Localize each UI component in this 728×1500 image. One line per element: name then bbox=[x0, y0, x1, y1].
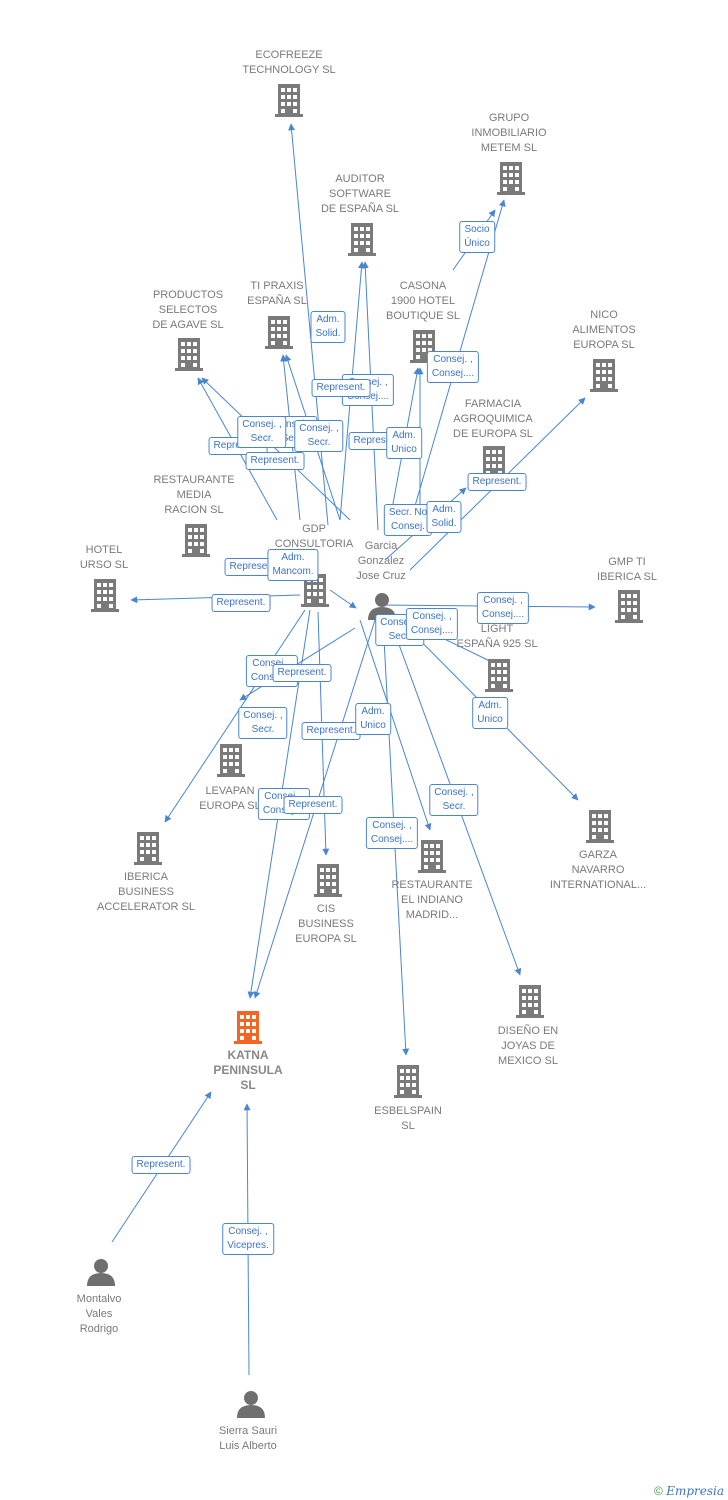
relation-label[interactable]: Adm. Mancom. bbox=[267, 549, 319, 581]
building-icon[interactable] bbox=[348, 223, 376, 256]
relation-label[interactable]: Consej. , Secr. bbox=[238, 707, 288, 739]
node-label-auditor[interactable]: AUDITOR SOFTWARE DE ESPAÑA SL bbox=[320, 173, 400, 215]
relation-label[interactable]: Consej. , Secr. bbox=[429, 784, 479, 816]
building-icon[interactable] bbox=[234, 1011, 262, 1044]
building-icon[interactable] bbox=[134, 832, 162, 865]
relation-label[interactable]: Represent. bbox=[467, 473, 527, 491]
relation-label[interactable]: Socio Único bbox=[459, 221, 495, 253]
building-icon[interactable] bbox=[516, 985, 544, 1018]
node-label-levapan[interactable]: LEVAPAN EUROPA SL bbox=[199, 785, 261, 812]
node-label-restaurante-media[interactable]: RESTAURANTE MEDIA RACION SL bbox=[153, 474, 235, 516]
node-label-iberica[interactable]: IBERICA BUSINESS ACCELERATOR SL bbox=[96, 871, 195, 913]
node-label-garcia[interactable]: Garcia Gonzalez Jose Cruz bbox=[356, 540, 406, 582]
relation-label[interactable]: Consej. , Consej.... bbox=[365, 817, 419, 849]
relation-label[interactable]: Represent. bbox=[311, 379, 371, 397]
node-label-casona[interactable]: CASONA 1900 HOTEL BOUTIQUE SL bbox=[386, 280, 460, 322]
copyright-icon: © bbox=[654, 1484, 663, 1498]
relation-edge bbox=[288, 123, 329, 526]
node-label-cis[interactable]: CIS BUSINESS EUROPA SL bbox=[295, 903, 357, 945]
footer-brand: © Empresia bbox=[654, 1484, 724, 1498]
relation-label[interactable]: Adm. Solid. bbox=[426, 501, 462, 533]
relation-label[interactable]: Adm. Solid. bbox=[310, 311, 346, 343]
relation-label[interactable]: Consej. , Consej.... bbox=[426, 351, 480, 383]
relation-label[interactable]: Adm. Unico bbox=[472, 697, 508, 729]
node-label-gdp[interactable]: GDP CONSULTORIA bbox=[274, 523, 354, 550]
node-label-ecofreeze[interactable]: ECOFREEZE TECHNOLOGY SL bbox=[242, 49, 336, 76]
relation-label[interactable]: Represent. bbox=[245, 452, 305, 470]
person-icon[interactable] bbox=[87, 1259, 115, 1286]
node-label-montalvo[interactable]: Montalvo Vales Rodrigo bbox=[76, 1293, 122, 1335]
relation-edge bbox=[359, 619, 432, 831]
node-label-sierra[interactable]: Sierra Sauri Luis Alberto bbox=[218, 1425, 278, 1452]
building-icon[interactable] bbox=[485, 659, 513, 692]
node-label-productos[interactable]: PRODUCTOS SELECTOS DE AGAVE SL bbox=[152, 289, 224, 331]
node-label-garza[interactable]: GARZA NAVARRO INTERNATIONAL... bbox=[549, 849, 647, 891]
relation-label[interactable]: Adm. Unico bbox=[386, 427, 422, 459]
node-label-hotel-urso[interactable]: HOTEL URSO SL bbox=[79, 544, 129, 571]
building-icon[interactable] bbox=[394, 1065, 422, 1098]
relation-label[interactable]: Represent. bbox=[131, 1156, 191, 1174]
relation-edge bbox=[329, 589, 357, 609]
node-label-tipraxis[interactable]: TI PRAXIS ESPAÑA SL bbox=[247, 280, 307, 307]
relation-label[interactable]: Secr. No Consej. bbox=[383, 504, 433, 536]
relation-label[interactable]: Represent. bbox=[211, 594, 271, 612]
relation-label[interactable]: Consej. , Secr. bbox=[237, 416, 287, 448]
relation-label[interactable]: Consej. , Vicepres. bbox=[222, 1223, 274, 1255]
node-label-gmp[interactable]: GMP TI IBERICA SL bbox=[597, 556, 657, 583]
relation-label[interactable]: Consej. , Consej.... bbox=[405, 608, 459, 640]
node-label-restaurante-indiano[interactable]: RESTAURANTE EL INDIANO MADRID... bbox=[391, 879, 473, 921]
building-icon[interactable] bbox=[182, 524, 210, 557]
building-icon[interactable] bbox=[91, 579, 119, 612]
building-icon[interactable] bbox=[418, 840, 446, 873]
building-icon[interactable] bbox=[615, 590, 643, 623]
building-icon[interactable] bbox=[586, 810, 614, 843]
relation-edge bbox=[201, 377, 351, 521]
relation-label[interactable]: Consej. , Consej.... bbox=[476, 592, 530, 624]
node-label-farmacia[interactable]: FARMACIA AGROQUIMICA DE EUROPA SL bbox=[453, 398, 533, 440]
node-label-esbelspain[interactable]: ESBELSPAIN SL bbox=[374, 1105, 442, 1132]
relation-label[interactable]: Adm. Unico bbox=[355, 703, 391, 735]
relation-label[interactable]: Consej. , Secr. bbox=[294, 420, 344, 452]
node-label-grupo[interactable]: GRUPO INMOBILIARIO METEM SL bbox=[471, 112, 547, 154]
building-icon[interactable] bbox=[275, 84, 303, 117]
node-label-nico[interactable]: NICO ALIMENTOS EUROPA SL bbox=[572, 309, 636, 351]
building-icon[interactable] bbox=[590, 359, 618, 392]
building-icon[interactable] bbox=[175, 338, 203, 371]
building-icon[interactable] bbox=[497, 162, 525, 195]
building-icon[interactable] bbox=[265, 316, 293, 349]
relation-label[interactable]: Represent. bbox=[283, 796, 343, 814]
building-icon[interactable] bbox=[217, 744, 245, 777]
building-icon[interactable] bbox=[314, 864, 342, 897]
brand-logo: Empresia bbox=[666, 1484, 724, 1498]
node-label-katna[interactable]: KATNA PENINSULA SL bbox=[213, 1048, 283, 1092]
relation-label[interactable]: Represent. bbox=[272, 664, 332, 682]
node-label-light[interactable]: LIGHT ESPAÑA 925 SL bbox=[456, 623, 538, 650]
relation-edge bbox=[164, 609, 306, 823]
node-label-diseno[interactable]: DISEÑO EN JOYAS DE MEXICO SL bbox=[497, 1025, 559, 1067]
relation-label[interactable]: Represent. bbox=[301, 722, 361, 740]
person-icon[interactable] bbox=[237, 1391, 265, 1418]
